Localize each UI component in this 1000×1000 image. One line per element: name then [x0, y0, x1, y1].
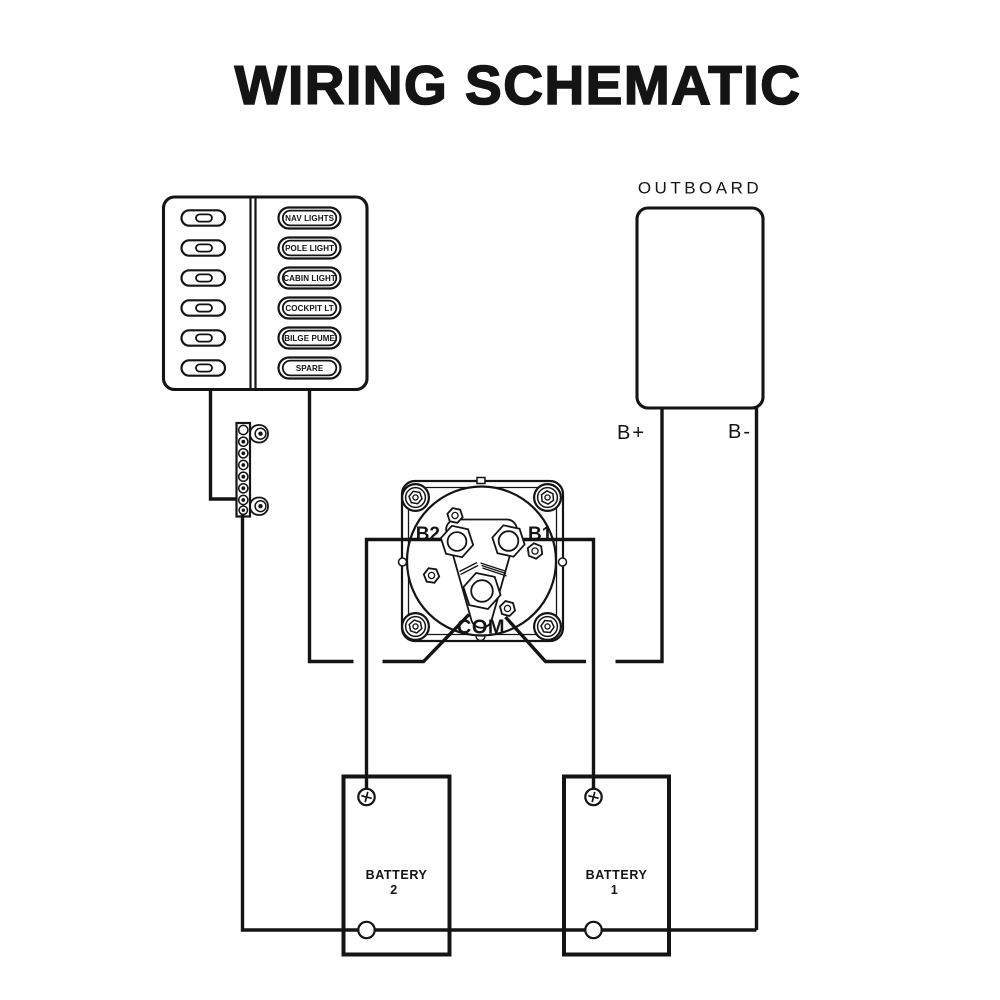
rocker-switch-2: [180, 239, 227, 257]
nut-right: [526, 542, 544, 560]
battery-1-name: BATTERY: [586, 868, 648, 882]
terminal-b2-stud: [439, 524, 475, 559]
wire-panel-to-busbar: [208, 389, 237, 501]
switch-label-text: BILGE PUME: [284, 334, 335, 343]
rocker-switch-5: [180, 329, 227, 347]
switch-panel: NAV LIGHTS POLE LIGHT CABIN LIGHT COCKPI…: [161, 195, 369, 392]
terminal-b1-label: B1: [528, 524, 553, 545]
wire-outboard-bplus: [615, 408, 664, 664]
battery-1-number: 1: [611, 883, 619, 897]
outboard-motor: OUTBOARD: [635, 179, 765, 410]
switch-label-spare: SPARE: [277, 356, 342, 380]
wire-b2-to-battery2: [364, 537, 445, 797]
battery-1-body: [562, 774, 671, 957]
outboard-bminus-label: B-: [728, 421, 752, 443]
screw-top-left: [401, 483, 430, 512]
nut-bottom: [498, 599, 517, 618]
battery-2-positive-terminal: [357, 787, 376, 807]
battery-2-number: 2: [390, 883, 398, 897]
switch-label-bilge-pump: BILGE PUME: [277, 326, 342, 350]
switch-label-nav-lights: NAV LIGHTS: [277, 206, 342, 230]
battery-selector-switch: [397, 476, 568, 643]
screw-top-right: [533, 483, 562, 512]
rocker-switch-4: [180, 299, 227, 317]
outboard-body: [635, 206, 765, 410]
nut-left: [422, 567, 441, 584]
terminal-b1-stud: [491, 524, 526, 558]
outboard-bplus-label: B+: [617, 422, 646, 444]
wires: [208, 389, 759, 932]
battery-2-negative-terminal: [357, 920, 376, 940]
knob-grip: [459, 561, 507, 577]
switch-label-pole-light: POLE LIGHT: [277, 236, 342, 260]
wire-panel-feed: [307, 389, 354, 664]
switch-label-text: POLE LIGHT: [285, 244, 334, 253]
rocker-switch-3: [180, 269, 227, 287]
switch-label-cabin-light: CABIN LIGHT: [277, 266, 342, 290]
switch-label-text: CABIN LIGHT: [283, 274, 336, 283]
wire-b1-to-battery1: [523, 537, 596, 797]
page-title: WIRING SCHEMATIC: [235, 54, 802, 116]
nut-top: [446, 507, 464, 524]
terminal-com-stud: [462, 571, 502, 611]
switch-label-text: COCKPIT LT: [285, 304, 333, 313]
rocker-switch-1: [180, 209, 227, 227]
switch-label-cockpit-lt: COCKPIT LT: [277, 296, 342, 320]
switch-label-text: NAV LIGHTS: [285, 214, 334, 223]
wire-com-to-outboard: [504, 615, 586, 664]
battery-1-positive-terminal: [584, 787, 603, 807]
wire-com-to-panel: [382, 613, 471, 664]
battery-terminals: [357, 787, 603, 940]
battery-1: BATTERY 1: [562, 774, 671, 957]
battery-2-name: BATTERY: [366, 868, 428, 882]
switch-label-text: SPARE: [296, 364, 324, 373]
screw-bottom-left: [401, 612, 430, 641]
battery-1-negative-terminal: [584, 920, 603, 940]
terminal-com-label: COM: [457, 617, 505, 639]
terminal-b2-label: B2: [416, 524, 440, 545]
battery-switch-terminals: B2 B1 COM: [416, 524, 553, 639]
rocker-switch-6: [180, 359, 227, 377]
outboard-label: OUTBOARD: [638, 179, 762, 198]
bus-bar: [235, 421, 269, 518]
screw-bottom-right: [533, 612, 562, 641]
